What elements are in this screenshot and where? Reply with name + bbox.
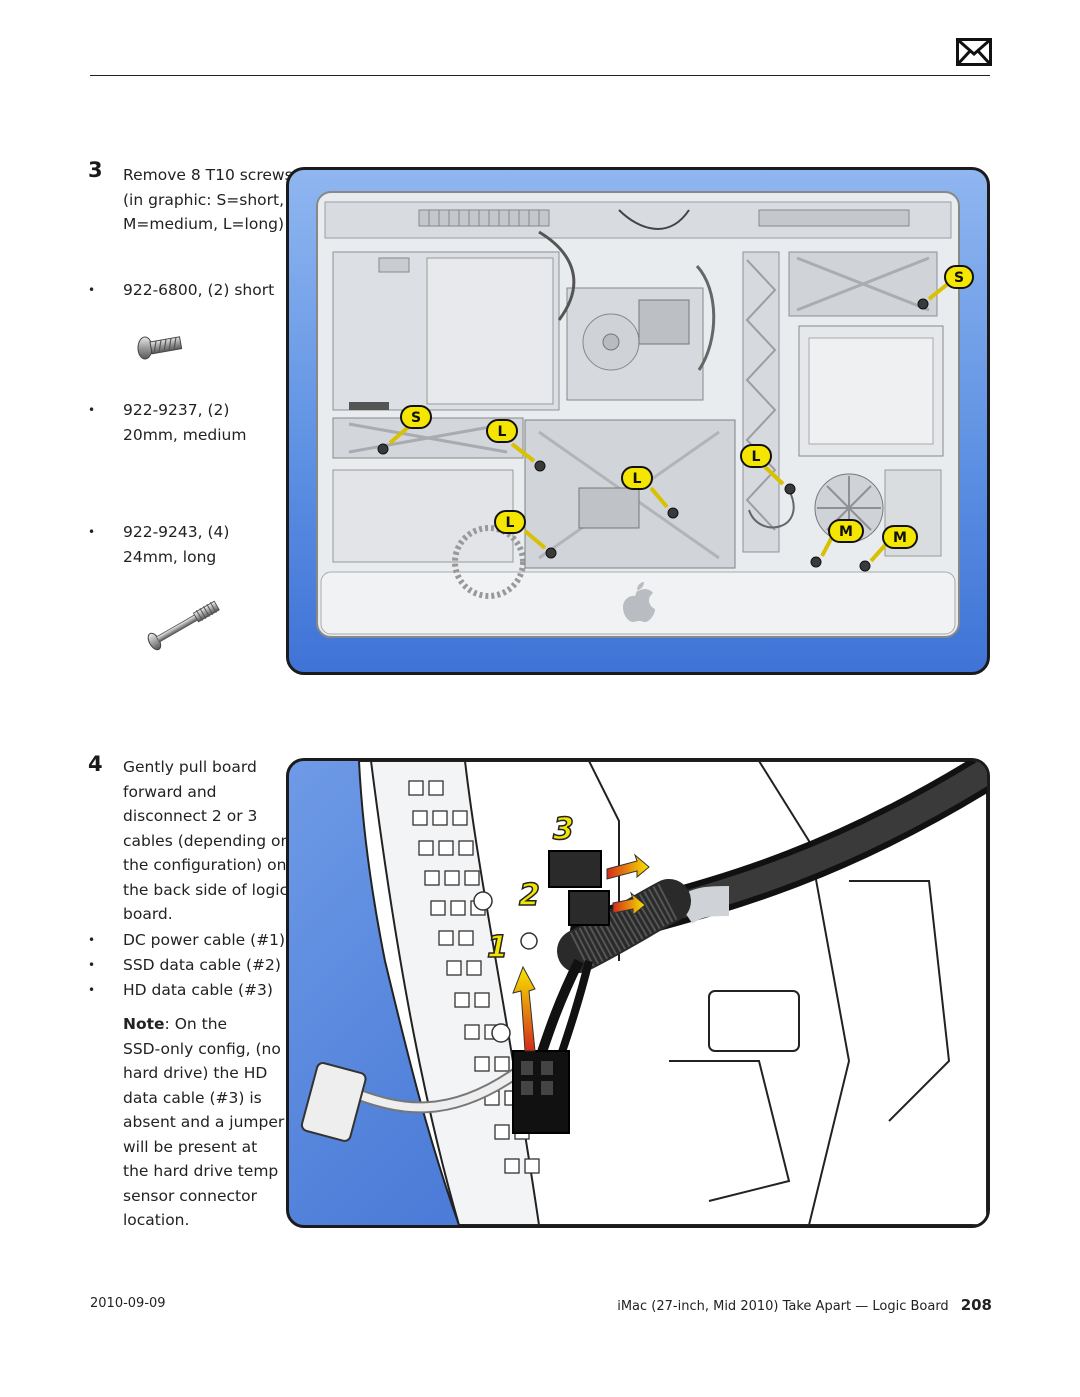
callout-2: 2 [519, 878, 540, 913]
step-4-photo: 3 2 1 [286, 758, 990, 1228]
svg-text:M: M [839, 524, 853, 540]
short-screw-image [137, 336, 183, 360]
svg-text:L: L [506, 515, 515, 531]
list-item: HD data cable (#3) [88, 978, 285, 1003]
step-4-number: 4 [88, 752, 103, 776]
callout-s-top: S [944, 265, 974, 289]
long-screw-image [147, 600, 220, 651]
screw-part-medium: 922-9237, (2) 20mm, medium [88, 398, 246, 447]
cable-list: DC power cable (#1) SSD data cable (#2) … [88, 928, 285, 1002]
list-item: DC power cable (#1) [88, 928, 285, 953]
pull-arrows [512, 853, 650, 1052]
svg-text:S: S [954, 270, 964, 286]
footer-title: iMac (27-inch, Mid 2010) Take Apart — Lo… [617, 1296, 992, 1314]
callout-3: 3 [553, 812, 574, 847]
svg-text:L: L [633, 471, 642, 487]
step-4-note: Note: On the SSD-only config, (no hard d… [123, 1015, 285, 1229]
logic-board-cables-diagram: 3 2 1 [300, 761, 987, 1225]
step-3-instruction: Remove 8 T10 screws, (in graphic: S=shor… [123, 166, 298, 233]
callout-l-2: L [621, 466, 653, 490]
callout-l-3: L [740, 444, 772, 468]
screw-part-short: 922-6800, (2) short [88, 278, 274, 303]
callout-l-1: L [486, 419, 518, 443]
page-number: 208 [960, 1296, 992, 1314]
screw-part-long: 922-9243, (4) 24mm, long [88, 520, 229, 569]
imac-internal-diagram: S S L L L L M [316, 191, 974, 638]
svg-text:M: M [893, 530, 907, 546]
header-rule [90, 75, 990, 76]
note-label: Note [123, 1015, 165, 1033]
cable-number-callouts: 3 2 1 [486, 811, 574, 966]
envelope-icon[interactable] [956, 38, 992, 66]
list-item: SSD data cable (#2) [88, 953, 285, 978]
step-3-number: 3 [88, 158, 103, 182]
svg-text:L: L [498, 424, 507, 440]
footer-date: 2010-09-09 [90, 1296, 166, 1311]
svg-text:S: S [411, 410, 421, 426]
apple-logo-icon [623, 582, 655, 622]
callout-s-left: S [400, 405, 432, 429]
callout-badges: S S L L L L M [400, 265, 974, 549]
step-4-instruction: Gently pull board forward and disconnect… [123, 758, 291, 923]
screw-marks [377, 298, 929, 572]
callout-m-1: M [828, 519, 864, 543]
step-3-photo: S S L L L L M [286, 167, 990, 675]
svg-text:L: L [752, 449, 761, 465]
callout-1: 1 [487, 930, 508, 965]
callout-m-2: M [882, 525, 918, 549]
callout-l-4: L [494, 510, 526, 534]
